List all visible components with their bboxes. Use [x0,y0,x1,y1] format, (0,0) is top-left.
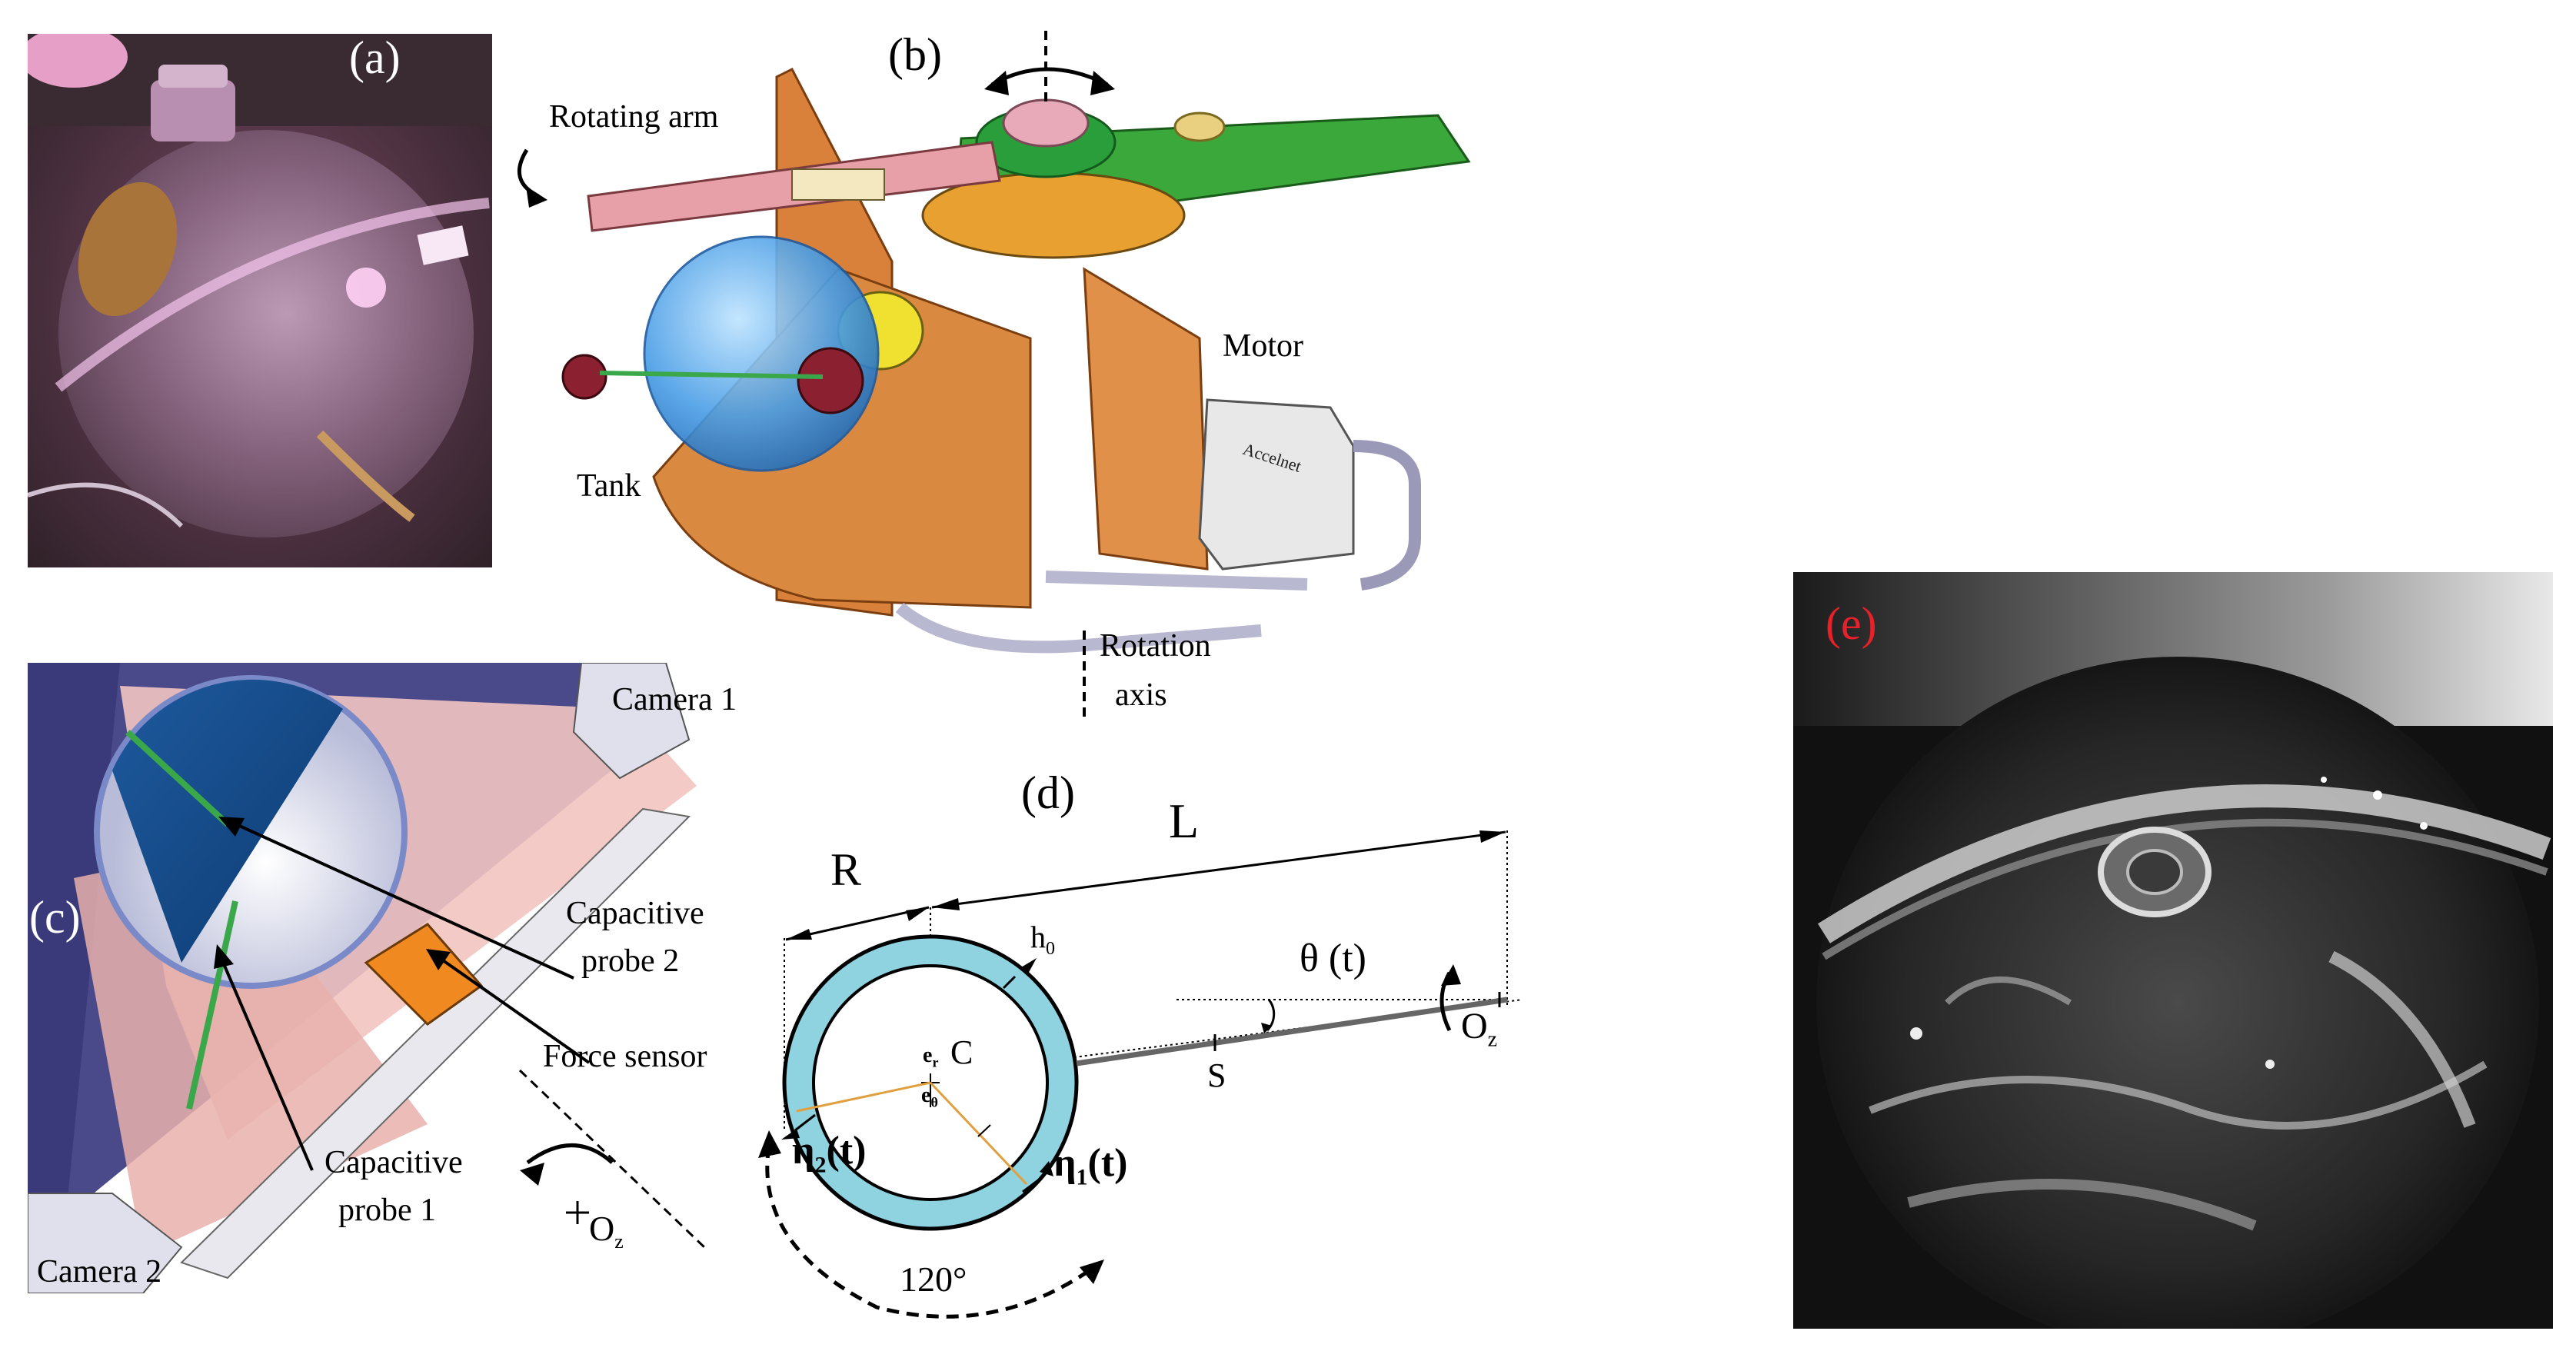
schematic-drawing [758,830,1523,1319]
camera-frame-illustration [1793,572,2553,1329]
theta-label: θ (t) [1300,937,1366,980]
oz-label-d: Oz [1461,1006,1498,1052]
L-label: L [1169,794,1200,848]
h0-label: h0 [1030,920,1055,959]
C-label: C [950,1033,973,1071]
panel-d-schematic: (d) R L h0 C S θ (t) Oz er eθ η2(t) η1(t… [738,769,1569,1353]
capacitive-probe2-label-line2: probe 2 [581,943,680,979]
panel-e-photo: (e) [1793,572,2553,1329]
panel-c-letter: (c) [29,892,81,943]
rotation-axis-label-line2: axis [1115,677,1167,713]
top-view-drawing [28,663,706,1293]
oz-label-c: Oz [589,1209,624,1253]
panel-d-letter: (d) [1021,767,1075,818]
capacitive-probe1-label-line2: probe 1 [338,1193,437,1228]
S-label: S [1207,1057,1226,1094]
panel-b-cad: Accelnet (b) Rotating arm Motor Ta [492,15,1492,723]
eta1-label: η1(t) [1053,1141,1128,1190]
force-sensor-label: Force sensor [543,1039,707,1074]
camera1-label: Camera 1 [612,682,737,717]
tank-photo-illustration [28,34,492,567]
eta2-label: η2(t) [792,1129,867,1178]
panel-a-letter: (a) [349,32,401,83]
er-label: er [923,1043,939,1070]
tank-label: Tank [577,468,641,504]
etheta-label: eθ [921,1083,938,1110]
capacitive-probe2-label-line1: Capacitive [566,896,704,931]
camera2-label: Camera 2 [37,1254,162,1289]
panel-b-letter: (b) [888,29,942,80]
rotation-axis-label-line1: Rotation [1100,628,1211,664]
motor-label: Motor [1223,328,1303,364]
capacitive-probe1-label-line1: Capacitive [324,1145,463,1180]
panel-a-photo: (a) [28,34,492,567]
angle-120-label: 120° [900,1260,967,1299]
panel-c-topview: (c) Camera 1 Camera 2 Capacitive probe 2… [28,663,812,1293]
rotating-arm-label: Rotating arm [549,99,719,135]
panel-e-letter: (e) [1825,598,1877,649]
R-label: R [830,844,862,895]
cad-assembly-drawing: Accelnet [517,31,1471,723]
